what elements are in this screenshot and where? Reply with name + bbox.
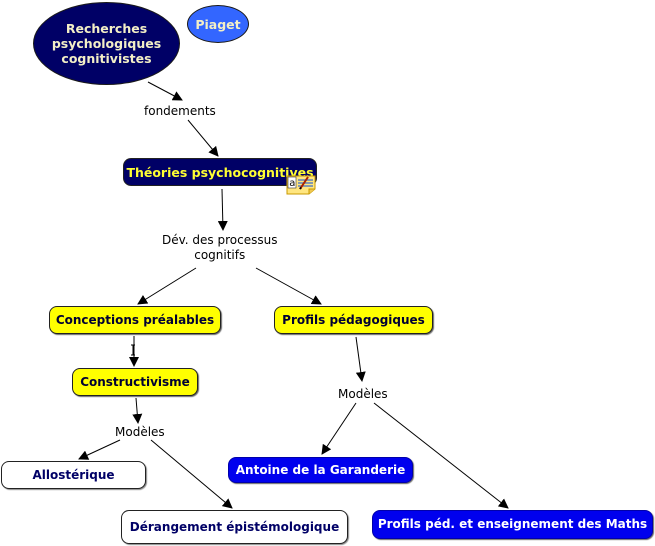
concept-theories-psychocognitives[interactable]: Théories psychocognitives [123, 158, 317, 186]
link-modeles-right[interactable]: Modèles [338, 387, 388, 402]
link-dev-processus[interactable]: Dév. des processus cognitifs [162, 233, 277, 263]
derangement-label: Dérangement épistémologique [129, 519, 340, 534]
fondements-label: fondements [144, 104, 216, 118]
allosterique-label: Allostérique [32, 467, 115, 482]
concept-profils-maths[interactable]: Profils péd. et enseignement des Maths [372, 510, 653, 539]
concept-antoine-de-la-garanderie[interactable]: Antoine de la Garanderie [228, 457, 413, 483]
recherches-line-2: psychologiques [51, 36, 162, 51]
link-modeles-left[interactable]: Modèles [115, 425, 165, 440]
modeles-right-label: Modèles [338, 387, 388, 401]
piaget-label: Piaget [195, 16, 241, 32]
profils-maths-label: Profils péd. et enseignement des Maths [377, 517, 648, 531]
annotation-note-icon[interactable]: a [286, 175, 316, 195]
concept-piaget[interactable]: Piaget [187, 5, 249, 43]
dev-label-line-1: Dév. des processus [162, 233, 278, 247]
link-fondements[interactable]: fondements [144, 104, 216, 119]
connector-modeles-profils-maths [373, 402, 509, 509]
connector-modeles-derangement [150, 439, 233, 509]
constructivisme-label: Constructivisme [80, 374, 190, 389]
concept-constructivisme[interactable]: Constructivisme [72, 368, 198, 396]
concept-profils-pedagogiques[interactable]: Profils pédagogiques [274, 306, 433, 334]
connector-fondements-theories [187, 119, 219, 157]
connector-dev-profils [255, 267, 322, 305]
concept-conceptions-prealables[interactable]: Conceptions préalables [49, 306, 221, 334]
connector-constructivisme-modeles [132, 397, 143, 424]
concept-recherches-psychologiques[interactable]: Recherches psychologiques cognitivistes [33, 2, 180, 85]
concept-derangement-epistemologique[interactable]: Dérangement épistémologique [121, 510, 348, 544]
connector-modeles-allosterique [78, 439, 121, 460]
svg-text:a: a [289, 178, 295, 189]
modeles-left-label: Modèles [115, 425, 165, 439]
concept-allosterique[interactable]: Allostérique [1, 461, 146, 489]
connector-modeles-antoine [321, 402, 357, 455]
conceptions-label: Conceptions préalables [55, 312, 215, 327]
recherches-line-1: Recherches [65, 21, 148, 36]
connector-profils-modeles [355, 336, 366, 382]
profils-label: Profils pédagogiques [282, 312, 425, 327]
connector-dev-conceptions [137, 267, 197, 305]
connector-recherches-fondements [147, 81, 183, 101]
dev-label-line-2: cognitifs [194, 248, 246, 262]
antoine-label: Antoine de la Garanderie [235, 462, 406, 477]
theories-label: Théories psychocognitives [126, 164, 314, 180]
connector-theories-dev [217, 188, 228, 231]
recherches-line-3: cognitivistes [61, 51, 152, 66]
text-cursor-icon [131, 344, 135, 356]
